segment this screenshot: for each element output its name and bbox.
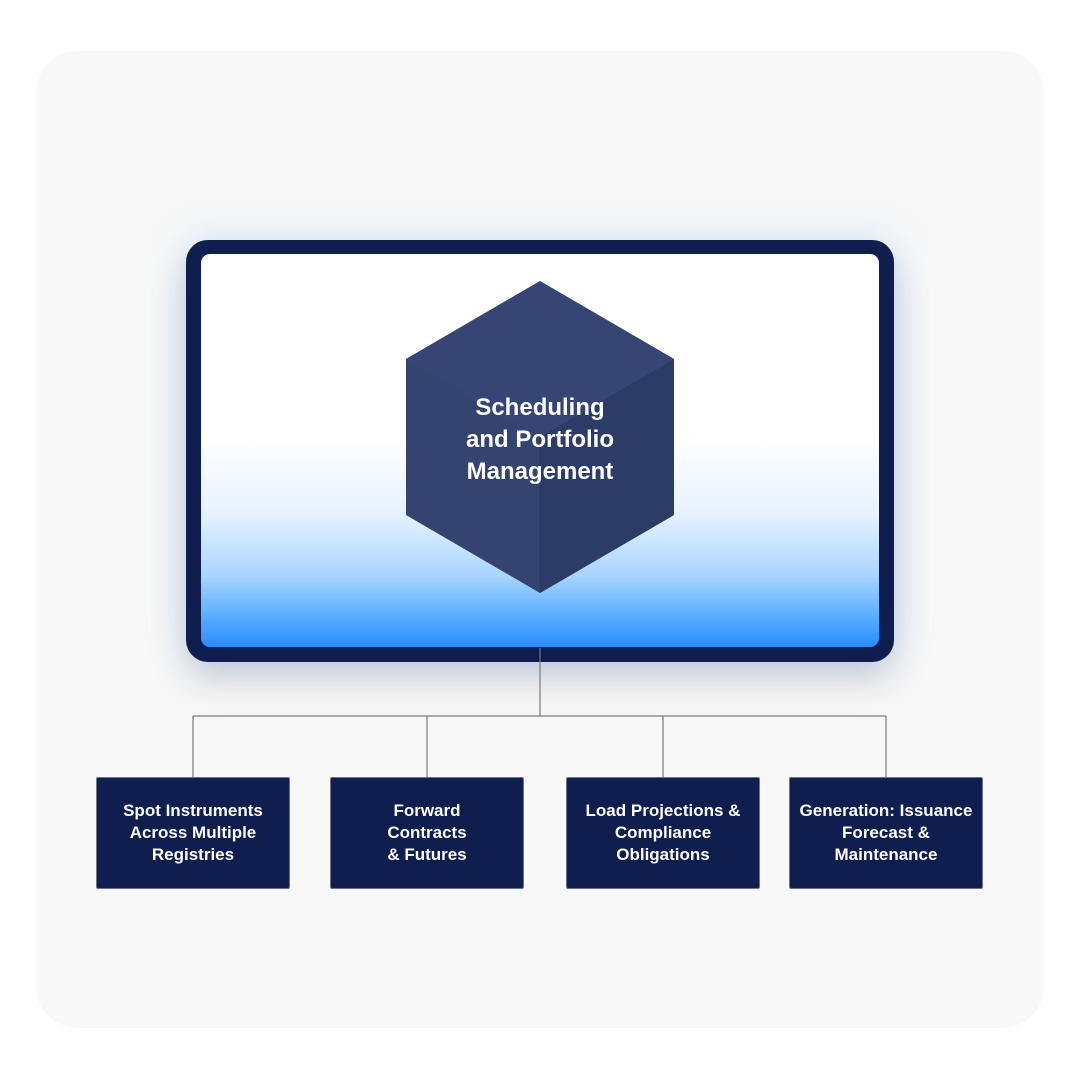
center-title: Scheduling and Portfolio Management	[466, 394, 614, 485]
node-label: Generation: Issuance Forecast & Maintena…	[799, 801, 973, 864]
node-label: Load Projections & Compliance Obligation…	[585, 801, 741, 864]
node-load-projections: Load Projections & Compliance Obligation…	[566, 777, 760, 889]
hexagon-icon	[406, 281, 674, 593]
node-generation: Generation: Issuance Forecast & Maintena…	[789, 777, 983, 889]
node-spot-instruments: Spot Instruments Across Multiple Registr…	[96, 777, 290, 889]
node-label: Forward Contracts & Futures	[387, 801, 467, 864]
node-label: Spot Instruments Across Multiple Registr…	[123, 801, 263, 864]
node-forward-contracts: Forward Contracts & Futures	[330, 777, 524, 889]
